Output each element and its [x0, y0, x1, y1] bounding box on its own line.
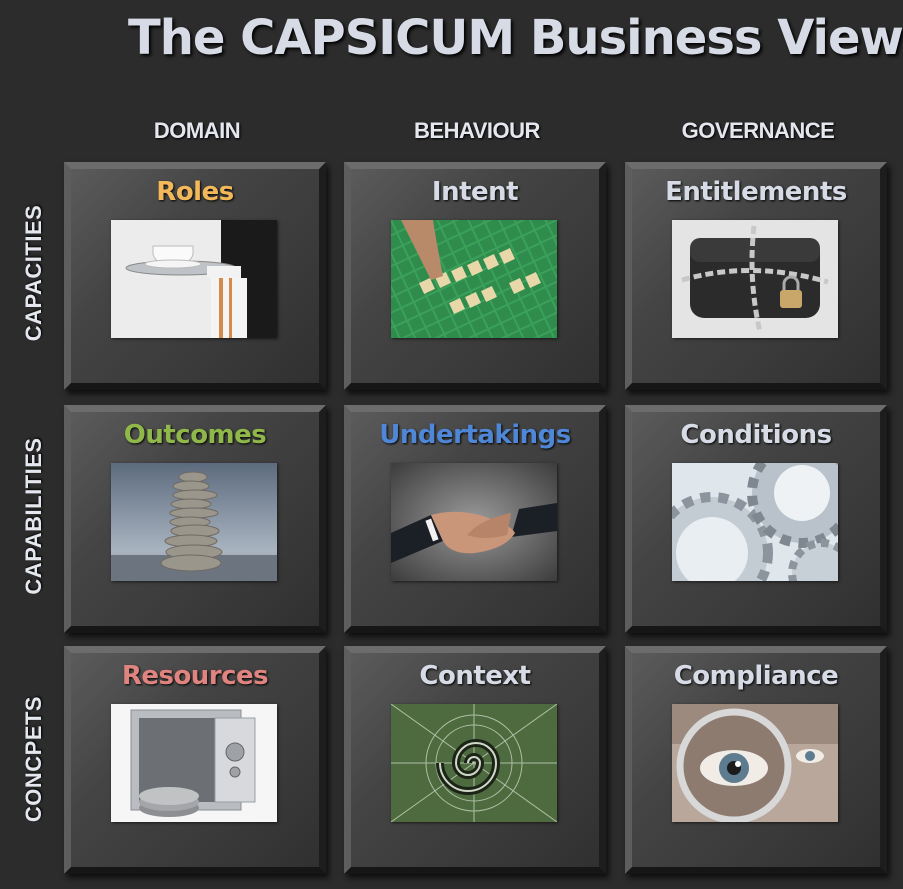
- spider-web-image: [391, 704, 557, 822]
- tile-label-resources: Resources: [121, 661, 269, 691]
- tile-entitlements: Entitlements: [625, 162, 887, 390]
- gears-image: [672, 463, 838, 581]
- tile-label-context: Context: [419, 661, 531, 691]
- tile-label-undertakings: Undertakings: [379, 420, 571, 450]
- tile-resources: Resources: [64, 646, 326, 874]
- tile-conditions: Conditions: [625, 405, 887, 633]
- page-title: The CAPSICUM Business View: [128, 10, 903, 66]
- tile-label-intent: Intent: [431, 177, 519, 207]
- chained-wallet-image: [672, 220, 838, 338]
- tile-label-outcomes: Outcomes: [123, 420, 267, 450]
- tile-undertakings: Undertakings: [344, 405, 606, 633]
- tile-outcomes: Outcomes: [64, 405, 326, 633]
- tile-context: Context: [344, 646, 606, 874]
- safe-image: [111, 704, 277, 822]
- serving-tray-image: [111, 220, 277, 338]
- tile-intent: Intent: [344, 162, 606, 390]
- magnifying-glass-image: [672, 704, 838, 822]
- column-header-behaviour: BEHAVIOUR: [414, 118, 540, 143]
- tile-label-compliance: Compliance: [673, 661, 839, 691]
- tile-label-roles: Roles: [156, 177, 234, 207]
- scrabble-board-image: [391, 220, 557, 338]
- tile-roles: Roles: [64, 162, 326, 390]
- tile-label-entitlements: Entitlements: [665, 177, 847, 207]
- column-header-domain: DOMAIN: [153, 118, 241, 143]
- stacked-stones-image: [111, 463, 277, 581]
- handshake-image: [391, 463, 557, 581]
- column-header-governance: GOVERNANCE: [681, 118, 835, 143]
- tile-compliance: Compliance: [625, 646, 887, 874]
- tile-label-conditions: Conditions: [680, 420, 832, 450]
